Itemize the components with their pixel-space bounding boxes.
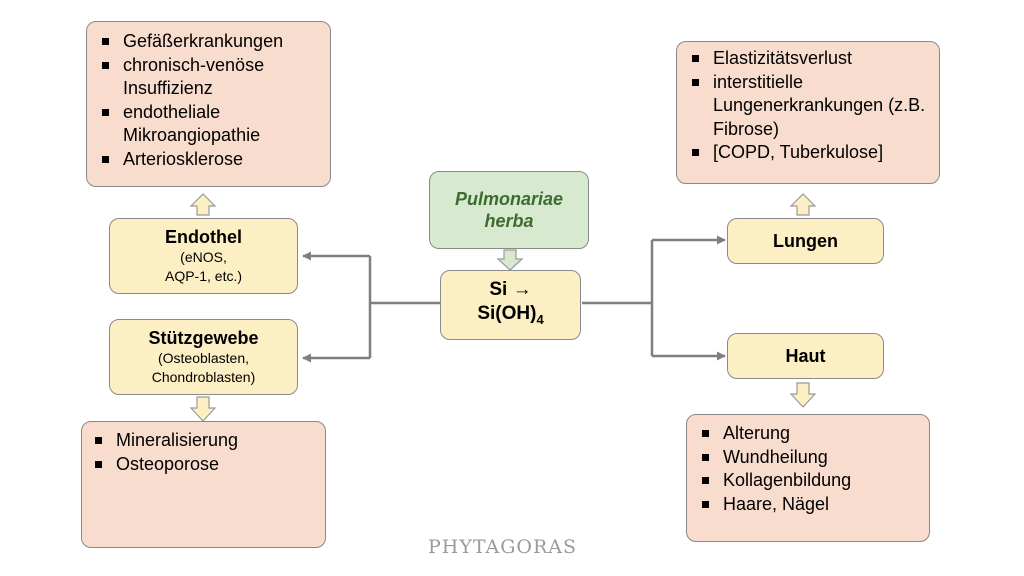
source-herb-node: Pulmonariae herba (429, 171, 589, 249)
lungen-title: Lungen (773, 231, 838, 251)
skin-effects-list: Alterung Wundheilung Kollagenbildung Haa… (693, 422, 923, 516)
list-item: Haare, Nägel (693, 493, 923, 517)
endothel-subtitle-2: AQP-1, etc.) (164, 268, 243, 284)
stuetzgewebe-down-arrow (189, 396, 217, 422)
lung-effects-box: Elastizitätsverlust interstitielle Lunge… (676, 41, 940, 184)
list-item: Gefäßerkrankungen (93, 30, 324, 54)
stuetzgewebe-subtitle-2: Chondroblasten) (151, 369, 256, 385)
endothel-subtitle-1: (eNOS, (180, 249, 227, 265)
endothel-node: Endothel (eNOS, AQP-1, etc.) (109, 218, 298, 294)
vascular-effects-list: Gefäßerkrankungen chronisch-venöse Insuf… (93, 30, 324, 171)
list-item: chronisch-venöse Insuffizienz (93, 54, 324, 101)
haut-node: Haut (727, 333, 884, 379)
vascular-effects-box: Gefäßerkrankungen chronisch-venöse Insuf… (86, 21, 331, 187)
list-item: Kollagenbildung (693, 469, 923, 493)
lungen-node: Lungen (727, 218, 884, 264)
list-item: Arteriosklerose (93, 148, 324, 172)
endothel-up-arrow (189, 193, 217, 216)
center-subscript: 4 (536, 311, 544, 327)
lung-effects-list: Elastizitätsverlust interstitielle Lunge… (683, 47, 933, 165)
source-herb-line-1: Pulmonariae (454, 189, 564, 209)
stuetzgewebe-node: Stützgewebe (Osteoblasten, Chondroblaste… (109, 319, 298, 395)
center-line-1: Si → (489, 279, 532, 301)
list-item: Wundheilung (693, 446, 923, 470)
list-item: [COPD, Tuberkulose] (683, 141, 933, 165)
haut-down-arrow (789, 382, 817, 408)
stuetzgewebe-title: Stützgewebe (148, 328, 259, 348)
list-item: endotheliale Mikroangiopathie (93, 101, 324, 148)
source-herb-line-2: herba (484, 211, 534, 231)
list-item: Mineralisierung (86, 429, 321, 453)
center-formula: Si(OH) (477, 303, 537, 325)
lungen-up-arrow (789, 193, 817, 216)
haut-title: Haut (785, 346, 826, 366)
list-item: Osteoporose (86, 453, 321, 477)
stuetzgewebe-subtitle-1: (Osteoblasten, (157, 350, 250, 366)
list-item: Alterung (693, 422, 923, 446)
source-down-arrow (496, 249, 524, 271)
bone-effects-box: Mineralisierung Osteoporose (81, 421, 326, 548)
skin-effects-box: Alterung Wundheilung Kollagenbildung Haa… (686, 414, 930, 542)
endothel-title: Endothel (165, 227, 242, 247)
center-line-2: Si(OH)4 (477, 302, 543, 332)
silicon-center-node: Si → Si(OH)4 (440, 270, 581, 340)
list-item: Elastizitätsverlust (683, 47, 933, 71)
list-item: interstitielle Lungenerkrankungen (z.B. … (683, 71, 933, 142)
phytagoras-logo: PHYTAGORAS (428, 536, 578, 558)
bone-effects-list: Mineralisierung Osteoporose (86, 429, 321, 476)
